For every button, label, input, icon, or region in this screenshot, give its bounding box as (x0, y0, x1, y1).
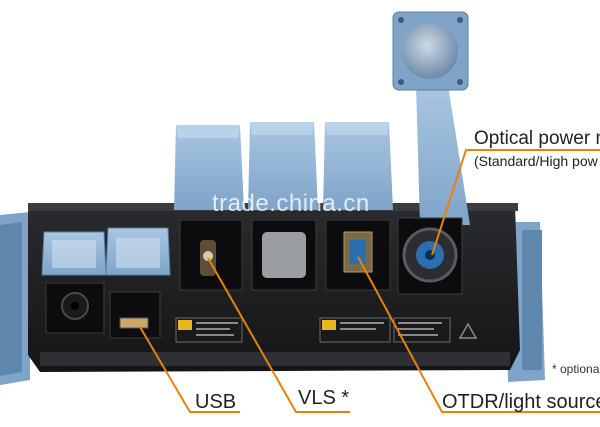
usb-port (109, 291, 161, 339)
dc-jack-port (45, 282, 105, 334)
label-option-note: * optiona (552, 362, 600, 376)
label-vls: VLS * (298, 387, 350, 409)
otdr-port (325, 219, 391, 291)
blank-port (251, 219, 317, 291)
power-meter-cover (392, 11, 470, 225)
label-optical-power-sub: (Standard/High pow (474, 153, 598, 169)
warning-triangle-icon (458, 322, 478, 339)
side-grip-left (0, 212, 30, 385)
watermark-text: trade.china.cn (212, 190, 370, 217)
laser-warning-label-left (175, 317, 243, 343)
label-optical-power-meter: Optical power m (474, 128, 600, 149)
power-meter-port (397, 217, 463, 295)
label-usb: USB (195, 391, 237, 413)
callout-line-vls (207, 257, 350, 413)
fiber-cover-1 (174, 125, 244, 210)
connector-cover-left-1 (41, 231, 107, 276)
device-bottom-strip (40, 352, 510, 366)
fiber-cover-2 (248, 122, 318, 210)
callout-line-otdr (357, 256, 600, 413)
callout-line-power (431, 149, 600, 256)
callout-line-usb (139, 326, 240, 413)
callout-lines (139, 149, 600, 413)
laser-warning-label-right (393, 317, 451, 343)
vls-port (179, 219, 243, 291)
label-otdr-light-source: OTDR/light source (442, 391, 600, 413)
fiber-cover-3 (323, 122, 393, 210)
laser-warning-label-mid (319, 317, 391, 343)
connector-cover-left-2 (105, 227, 171, 276)
